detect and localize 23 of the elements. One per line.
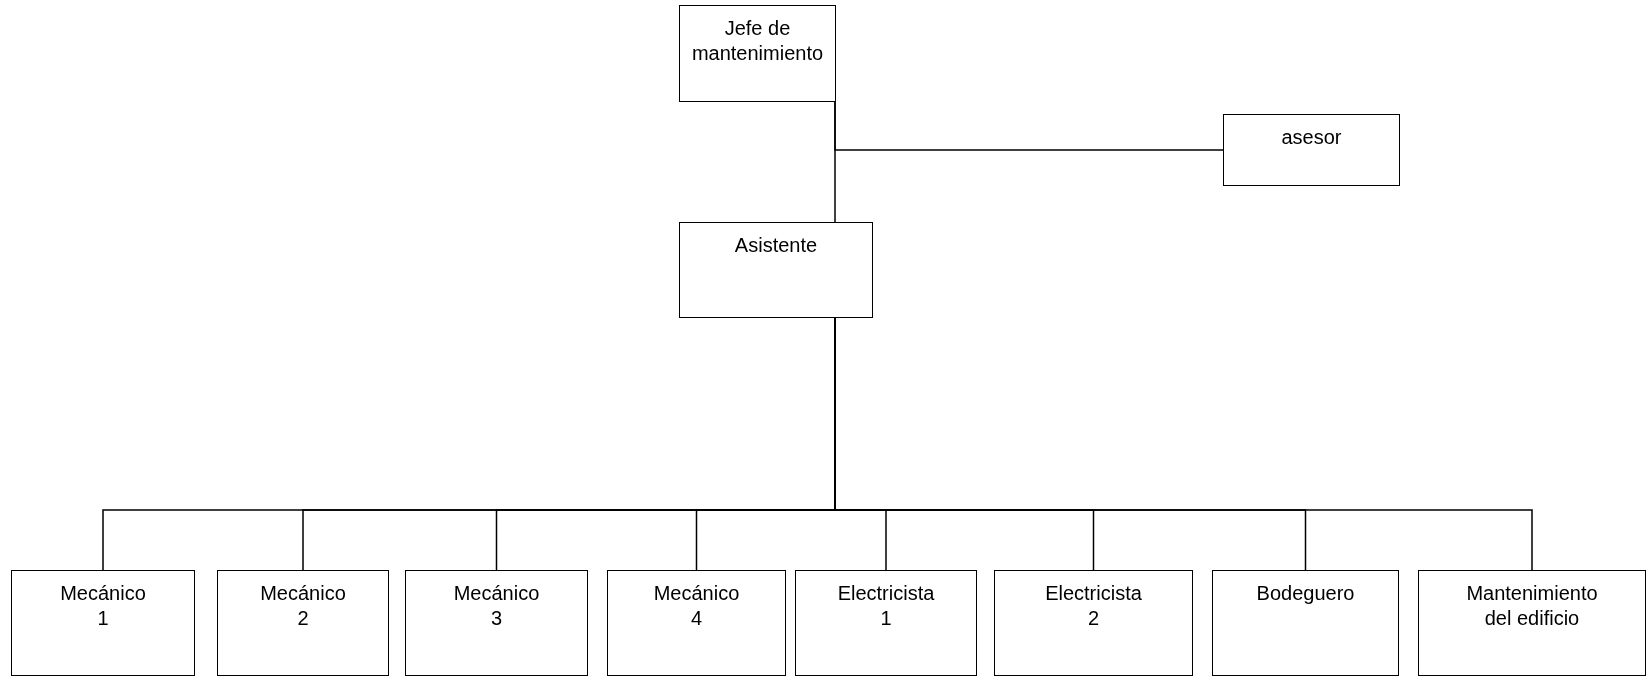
position-title: Electricista 2: [1044, 581, 1143, 631]
position-title: Mecánico 2: [259, 581, 347, 631]
position-box: [1418, 570, 1646, 676]
connector-line: [834, 101, 1224, 151]
position-title: Mecánico 4: [652, 581, 741, 631]
position-box: [679, 5, 836, 102]
position-box: [679, 222, 873, 318]
position-title: Electricista 1: [836, 581, 936, 631]
position-box: [1212, 570, 1399, 676]
position-box: [994, 570, 1193, 676]
position-title: Bodeguero: [1255, 581, 1356, 606]
position-title: Jefe de mantenimiento: [690, 16, 825, 66]
position-box: [607, 570, 786, 676]
position-box: [1223, 114, 1400, 186]
position-box: [11, 570, 195, 676]
position-box: [217, 570, 389, 676]
position-box: [405, 570, 588, 676]
position-title: Mecánico 3: [452, 581, 541, 631]
position-title: Mecánico 1: [59, 581, 147, 631]
position-title: Asistente: [733, 233, 819, 258]
position-title: asesor: [1280, 125, 1343, 150]
position-box: [795, 570, 977, 676]
position-title: Mantenimiento del edificio: [1465, 581, 1599, 631]
